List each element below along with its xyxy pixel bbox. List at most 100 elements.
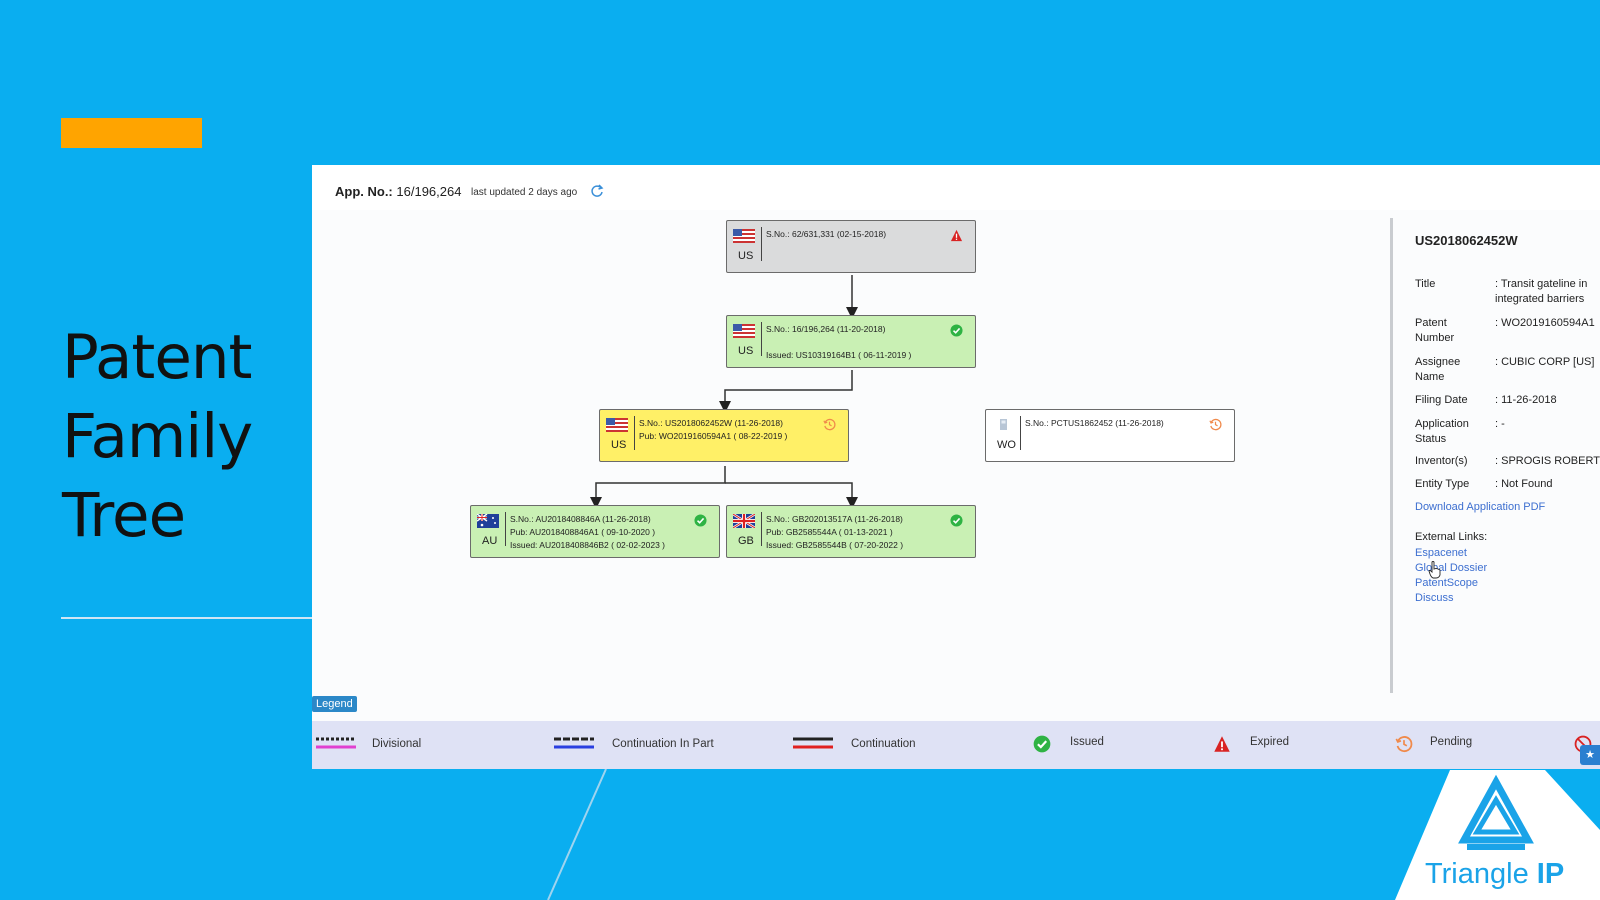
- family-node-au[interactable]: AU S.No.: AU2018408846A (11-26-2018) Pub…: [470, 505, 720, 558]
- legend-continuation: Continuation: [851, 738, 916, 750]
- publication-number: Pub: AU2018408846A1 ( 09-10-2020 ): [510, 527, 656, 537]
- legend-pending: Pending: [1430, 736, 1473, 748]
- detail-value: : -: [1495, 418, 1505, 430]
- app-number-value: 16/196,264: [396, 184, 462, 199]
- detail-value: : CUBIC CORP [US]: [1495, 356, 1595, 368]
- panel-header: App. No.: 16/196,264 last updated 2 days…: [312, 165, 1600, 210]
- issued-number: Issued: GB2585544B ( 07-20-2022 ): [766, 540, 904, 550]
- legend-divisional: Divisional: [372, 738, 422, 750]
- us-flag-icon: [733, 324, 755, 338]
- legend-bar: Divisional Continuation In Part Continua…: [312, 721, 1600, 769]
- country-code: GB: [738, 535, 754, 547]
- node-details: S.No.: 16/196,264 (11-20-2018) Issued: U…: [766, 323, 911, 362]
- country-code: US: [611, 439, 627, 451]
- slide-title-line: Tree: [62, 480, 186, 551]
- gb-flag-icon: [733, 514, 755, 528]
- issued-check-icon: [950, 324, 963, 337]
- publication-number: [766, 336, 911, 349]
- detail-key-line: Patent: [1415, 317, 1447, 329]
- node-details: S.No.: 62/631,331 (02-15-2018): [766, 228, 886, 241]
- detail-key: Inventor(s): [1415, 455, 1468, 467]
- issued-check-icon: [950, 514, 963, 527]
- logo-text: Triangle IP: [1425, 858, 1564, 891]
- serial-number: S.No.: US2018062452W (11-26-2018): [639, 418, 783, 428]
- detail-key: Title: [1415, 278, 1436, 290]
- hand-cursor-icon: [1428, 561, 1441, 579]
- serial-number: S.No.: PCTUS1862452 (11-26-2018): [1025, 418, 1164, 428]
- triangle-ip-logo: [1395, 770, 1600, 900]
- detail-key-line: Application: [1415, 418, 1469, 430]
- continuation-line-icon: [793, 737, 833, 749]
- detail-key-line: Status: [1415, 433, 1447, 445]
- accent-bar: [61, 118, 202, 148]
- pending-clock-icon: [1395, 736, 1413, 753]
- legend-issued: Issued: [1070, 736, 1104, 748]
- node-details: S.No.: US2018062452W (11-26-2018) Pub: W…: [639, 417, 787, 443]
- legend-expired: Expired: [1250, 736, 1289, 748]
- node-separator: [761, 322, 762, 356]
- detail-value-line: integrated barriers: [1495, 293, 1585, 305]
- download-pdf-link[interactable]: Download Application PDF: [1415, 501, 1546, 513]
- serial-number: S.No.: AU2018408846A (11-26-2018): [510, 514, 651, 524]
- logo-text-ip: IP: [1536, 858, 1565, 890]
- detail-key: Filing Date: [1415, 394, 1468, 406]
- country-code: US: [738, 250, 754, 262]
- family-node-gb[interactable]: GB S.No.: GB202013517A (11-26-2018) Pub:…: [726, 505, 976, 558]
- node-details: S.No.: PCTUS1862452 (11-26-2018): [1025, 417, 1164, 430]
- slide-title-line: Patent: [62, 322, 252, 393]
- node-details: S.No.: GB202013517A (11-26-2018) Pub: GB…: [766, 513, 903, 552]
- node-separator: [761, 512, 762, 546]
- pending-clock-icon: [1209, 418, 1222, 431]
- node-separator: [505, 512, 506, 546]
- detail-key-line: Number: [1415, 332, 1455, 344]
- espacenet-link[interactable]: Espacenet: [1415, 547, 1467, 559]
- divider-line: [61, 617, 313, 619]
- bookmark-star-icon[interactable]: ★: [1580, 745, 1600, 765]
- pending-clock-icon: [823, 418, 836, 431]
- node-separator: [634, 416, 635, 450]
- node-details: S.No.: AU2018408846A (11-26-2018) Pub: A…: [510, 513, 665, 552]
- publication-number: Pub: GB2585544A ( 01-13-2021 ): [766, 527, 893, 537]
- node-separator: [1020, 416, 1021, 450]
- family-node-wo[interactable]: WO S.No.: PCTUS1862452 (11-26-2018): [985, 409, 1235, 462]
- tree-connectors: [590, 275, 858, 509]
- expired-icon: [950, 229, 963, 242]
- country-code: AU: [482, 535, 498, 547]
- issued-check-icon: [694, 514, 707, 527]
- logo-text-triangle: Triangle: [1425, 858, 1529, 890]
- issued-number: Issued: US10319164B1 ( 06-11-2019 ): [766, 350, 912, 360]
- us-flag-icon: [606, 418, 628, 432]
- divisional-line-icon: [316, 737, 356, 749]
- serial-number: S.No.: 62/631,331 (02-15-2018): [766, 229, 887, 239]
- legend-tag: Legend: [312, 696, 357, 712]
- external-links-label: External Links:: [1415, 531, 1488, 543]
- detail-value: : WO2019160594A1: [1495, 317, 1595, 329]
- family-node-us-provisional[interactable]: US S.No.: 62/631,331 (02-15-2018): [726, 220, 976, 273]
- issued-check-icon: [1033, 735, 1051, 753]
- wipo-flag-icon: [1000, 419, 1007, 430]
- serial-number: S.No.: GB202013517A (11-26-2018): [766, 514, 903, 524]
- detail-value: : SPROGIS ROBERT: [1495, 455, 1600, 467]
- global-dossier-link[interactable]: Global Dossier: [1415, 562, 1488, 574]
- issued-number: Issued: AU2018408846B2 ( 02-02-2023 ): [510, 540, 666, 550]
- detail-value-line: : Transit gateline in: [1495, 278, 1588, 290]
- node-separator: [761, 227, 762, 261]
- app-number: App. No.: 16/196,264: [335, 184, 461, 199]
- family-node-us-pct[interactable]: US S.No.: US2018062452W (11-26-2018) Pub…: [599, 409, 849, 462]
- details-divider: [1390, 218, 1393, 693]
- selected-application-id: US2018062452W: [1415, 233, 1518, 248]
- us-flag-icon: [733, 229, 755, 243]
- patentscope-link[interactable]: PatentScope: [1415, 577, 1478, 589]
- detail-value: : 11-26-2018: [1495, 394, 1557, 406]
- family-node-us-parent[interactable]: US S.No.: 16/196,264 (11-20-2018) Issued…: [726, 315, 976, 368]
- detail-key-line: Assignee: [1415, 356, 1461, 368]
- detail-key: Entity Type: [1415, 478, 1470, 490]
- serial-number: S.No.: 16/196,264 (11-20-2018): [766, 324, 886, 334]
- discuss-link[interactable]: Discuss: [1415, 592, 1454, 604]
- refresh-icon[interactable]: [590, 184, 604, 198]
- patent-tree-panel: App. No.: 16/196,264 last updated 2 days…: [312, 165, 1600, 769]
